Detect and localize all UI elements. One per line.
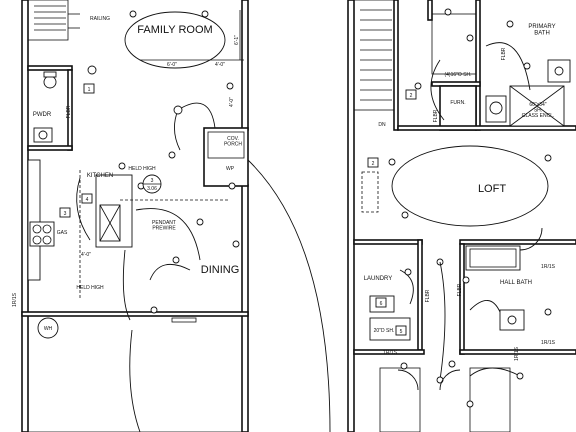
tag-1: 1 — [88, 87, 91, 93]
tag-3: 3 — [64, 211, 67, 217]
stairs-top — [27, 0, 80, 41]
stairs-right — [353, 0, 395, 111]
family-room-light-loop — [124, 11, 226, 69]
kitchen-label: KITCHEN — [87, 173, 113, 179]
flbr-label-2: FLBR — [433, 109, 439, 122]
right-lower-wall — [241, 184, 249, 432]
rs-label-2: 1R/1S — [541, 340, 556, 346]
rs-label-3: 1R/1S — [383, 350, 398, 356]
toilet-icon — [43, 75, 57, 89]
sh-shelf-label: 20"D SH. — [374, 328, 395, 334]
second-floor: 2 2 6 5 — [347, 0, 576, 432]
right-exterior-wall — [241, 0, 249, 131]
laundry-label: LAUNDRY — [364, 276, 393, 282]
tag-2b: 2 — [372, 161, 375, 167]
dining-label: DINING — [201, 264, 240, 276]
dim-label-3: 4'-0" — [215, 62, 225, 68]
dim-label-2: 6'-0" — [167, 62, 177, 68]
hall-bath-label: HALL BATH — [500, 280, 532, 286]
railing-label: RAILING — [90, 16, 110, 22]
rs-label-1: 1R/1S — [541, 264, 556, 270]
dn-label: DN — [378, 122, 386, 128]
pwdr-wall — [27, 65, 73, 71]
flbr-label-4: FLBR — [457, 283, 463, 296]
section-tag-num: 3 — [151, 178, 154, 184]
family-room-label: FAMILY ROOM — [137, 24, 212, 36]
flbr-label-3: FLBR — [425, 289, 431, 302]
wh-label: WH — [44, 326, 53, 332]
shower-label: (4)16"O SH. — [444, 72, 471, 78]
rs-label-5: 1R/1S — [514, 346, 520, 361]
dim-label-1: 6'-1" — [234, 35, 240, 45]
flbr-label-5: FLBR — [501, 47, 507, 60]
loft-light-loop — [391, 145, 549, 227]
glass-encl-label: 60"x34"SH.GLASS ENCL. — [522, 102, 555, 119]
loft-label: LOFT — [478, 183, 506, 195]
flbr-label-1: FLBR — [66, 105, 72, 118]
cov-porch-label: COV.PORCH — [224, 136, 242, 148]
labels: FAMILY ROOM DINING LOFT KITCHEN LAUNDRY … — [12, 10, 556, 361]
held-high-label-top: HELD HIGH — [128, 166, 156, 172]
left-exterior-wall-2 — [347, 0, 355, 432]
bottom-wall — [21, 311, 249, 317]
tag-6: 6 — [380, 301, 383, 307]
gas-label: GAS — [57, 230, 68, 236]
tag-2a: 2 — [410, 93, 413, 99]
tag-5: 5 — [400, 329, 403, 335]
dim-label-4: 4'-0" — [229, 97, 235, 107]
rs-label-4: 1R/1S — [12, 292, 18, 307]
furn-label: FURN. — [450, 100, 465, 106]
dim-label-5: 4'-0" — [81, 252, 91, 258]
section-tag-ref: 3.06 — [147, 186, 157, 192]
first-floor: 3 3.06 1 3 4 — [21, 0, 331, 432]
pwdr-label: PWDR — [33, 112, 52, 118]
toilet-icon-2 — [489, 101, 503, 115]
held-high-label-bottom: HELD HIGH — [76, 285, 104, 291]
tag-4: 4 — [86, 197, 89, 203]
bathtub-icon — [465, 245, 521, 271]
cov-porch — [203, 127, 249, 187]
wp-label: WP — [226, 166, 235, 172]
water-heater-icon — [37, 317, 59, 339]
left-exterior-wall — [21, 0, 29, 432]
